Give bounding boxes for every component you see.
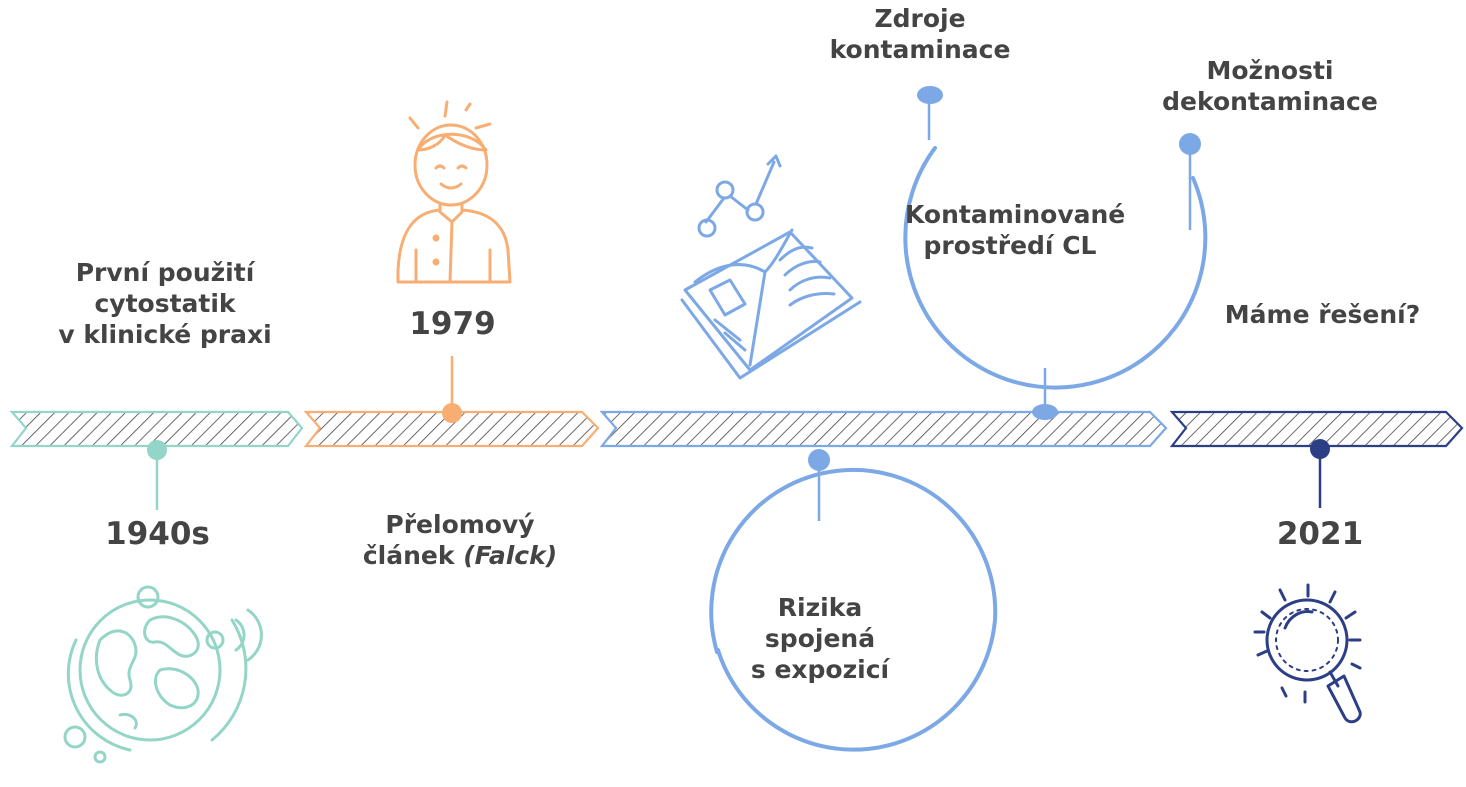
- decon-label: Možnosti dekontaminace: [1140, 56, 1400, 118]
- globe-icon: [63, 585, 263, 764]
- risks-line: Rizika: [777, 593, 863, 622]
- desc-line: článek (Falck): [330, 541, 590, 572]
- timeline-segment-2021: [1169, 410, 1464, 448]
- risks-label: Rizika spojená s expozicí: [745, 593, 895, 685]
- title-line: v klinické praxi: [58, 319, 272, 349]
- sources-connector: [917, 86, 943, 140]
- desc-text: článek: [362, 540, 464, 570]
- book-icon: [680, 154, 862, 380]
- risks-circle: [709, 467, 998, 752]
- sources-label: Zdroje kontaminace: [810, 4, 1030, 66]
- timeline-segment-1979: [303, 410, 600, 448]
- contaminated-label: Kontaminované prostředí CL: [905, 200, 1126, 262]
- milestone-1940s-title: První použití cytostatik v klinické prax…: [30, 258, 300, 350]
- risks-line: spojená: [764, 623, 876, 653]
- milestone-1979-description: Přelomový článek (Falck): [330, 510, 590, 572]
- connector-risks: [808, 449, 830, 521]
- person-icon: [396, 100, 512, 284]
- sources-line: Zdroje: [874, 4, 966, 33]
- magnifier-icon: [1253, 583, 1362, 724]
- title-line: První použití: [75, 258, 255, 287]
- year-2021: 2021: [1276, 516, 1364, 552]
- year-1940s: 1940s: [105, 516, 210, 552]
- desc-line: Přelomový: [385, 510, 535, 539]
- year-1979: 1979: [409, 306, 496, 342]
- connector-1940s: [147, 440, 167, 510]
- connector-contaminated: [1032, 368, 1058, 420]
- contaminated-line: prostředí CL: [923, 230, 1097, 260]
- contaminated-line: Kontaminované: [905, 200, 1126, 229]
- timeline-segment-research: [599, 410, 1168, 448]
- decon-line: dekontaminace: [1162, 86, 1378, 116]
- question-label: Máme řešení?: [1224, 300, 1421, 329]
- decon-line: Možnosti: [1206, 56, 1334, 85]
- sources-line: kontaminace: [829, 34, 1011, 64]
- contaminated-circle: [903, 146, 1208, 390]
- connector-2021: [1310, 439, 1330, 508]
- title-line: cytostatik: [94, 288, 236, 318]
- timeline-segment-1940s: [9, 410, 304, 448]
- risks-line: s expozicí: [750, 654, 890, 684]
- decon-connector: [1179, 133, 1201, 230]
- connector-1979: [442, 356, 462, 423]
- desc-italic: (Falck): [463, 540, 558, 570]
